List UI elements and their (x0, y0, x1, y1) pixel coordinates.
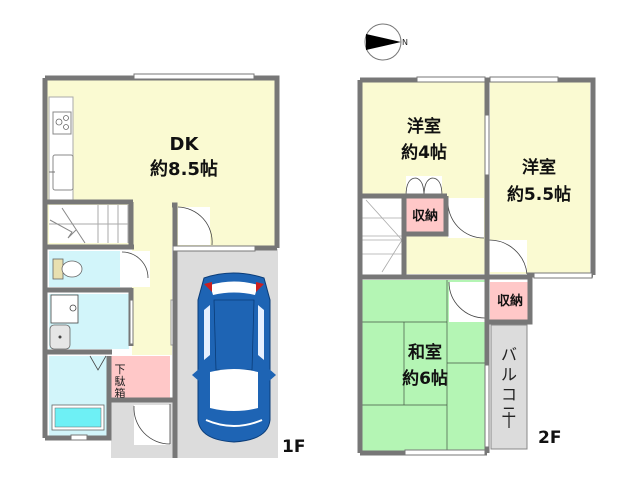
windows-2f (404, 76, 593, 456)
room-western-55-name: 洋室 (522, 157, 556, 178)
floor-label-1f: 1F (282, 437, 305, 457)
room-dk-name: DK (170, 134, 200, 155)
room-western-4 (362, 82, 486, 194)
entrance-door-swing (133, 405, 171, 445)
door-swing (121, 251, 149, 279)
north-arrow-icon: N (364, 23, 408, 61)
room-japanese-size: 約6帖 (402, 368, 448, 389)
storage-2 (490, 282, 528, 320)
room-western-4-size: 約4帖 (401, 142, 447, 163)
storage-2-name: 収納 (497, 293, 523, 309)
balcony-char-1: バ (501, 345, 517, 364)
floor-2: 洋室 約4帖 洋室 約5.5帖 収納 収納 和室 約6帖 バ ル コ ニ 2F (357, 76, 596, 456)
shoe-closet (111, 356, 131, 398)
compass-label: N (402, 38, 408, 47)
toilet-tank-icon (52, 258, 64, 280)
entrance-hall (131, 356, 170, 398)
storage-1-name: 収納 (412, 208, 438, 224)
bathtub-icon (54, 407, 102, 428)
balcony-char-3: コ (501, 385, 517, 404)
floor-1: 下 駄 箱 (42, 73, 305, 458)
shoe-closet-char-3: 箱 (115, 386, 126, 400)
room-dk-size: 約8.5帖 (150, 158, 218, 180)
toilet-bowl-icon (61, 260, 83, 278)
sink-icon (52, 154, 74, 191)
room-western-4-name: 洋室 (407, 116, 441, 137)
balcony (490, 324, 528, 450)
shoe-closet-char-2: 駄 (115, 374, 126, 388)
room-western-55-size: 約5.5帖 (507, 184, 571, 205)
windows-1f (70, 73, 256, 441)
washer-icon (50, 294, 79, 324)
walls-1f (42, 75, 280, 458)
floor-label-2f: 2F (538, 428, 561, 448)
room-japanese-name: 和室 (408, 342, 442, 363)
storage-1 (406, 198, 444, 232)
balcony-char-2: ル (501, 365, 517, 384)
stairs-2f (362, 198, 402, 272)
car-icon (192, 272, 276, 443)
tatami-lines (362, 280, 486, 451)
shoe-closet-char-1: 下 (115, 363, 126, 376)
